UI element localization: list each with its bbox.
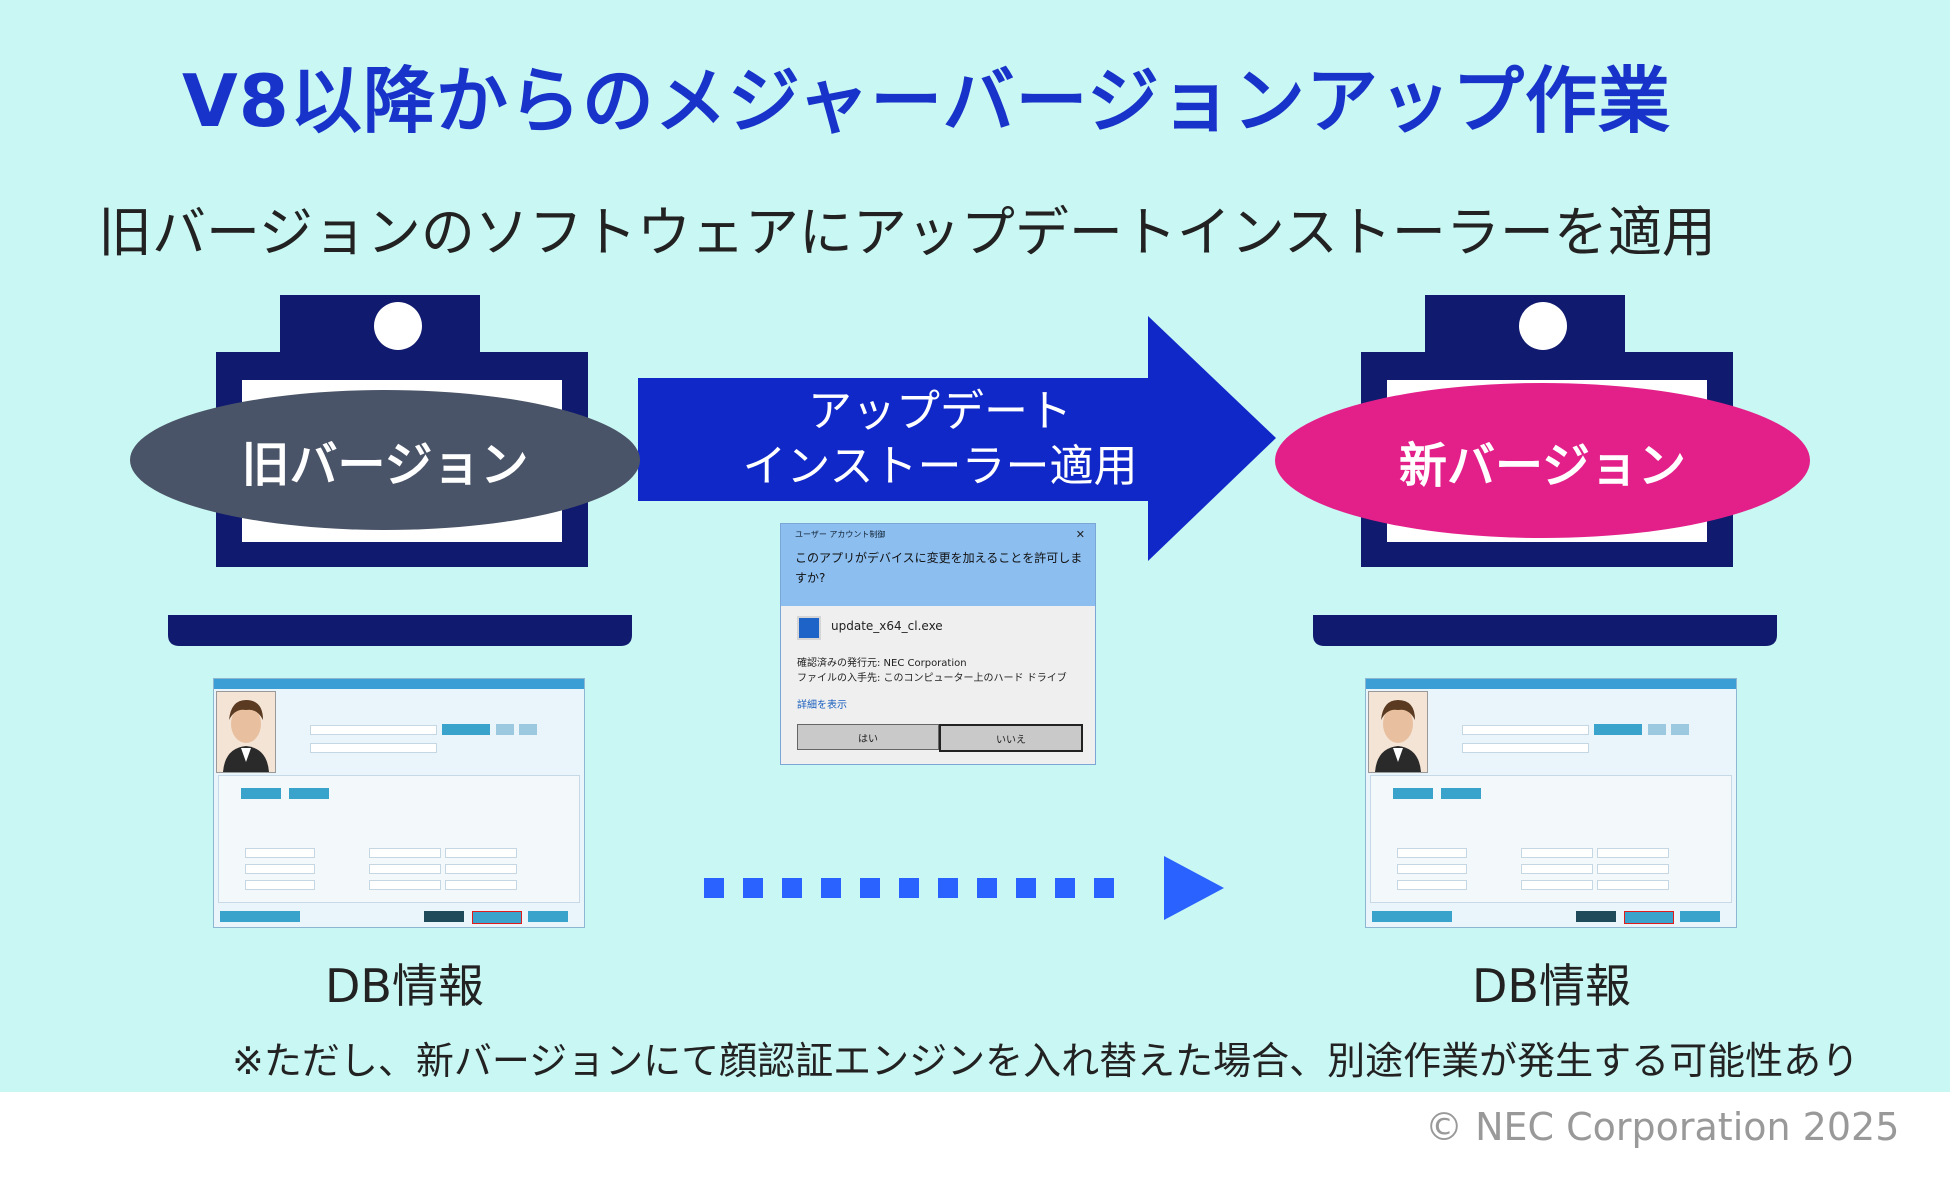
user-photo: [216, 691, 276, 773]
update-arrow-icon: [638, 316, 1276, 561]
new-version-badge: 新バージョン: [1275, 383, 1810, 538]
uac-origin: ファイルの入手先: このコンピューター上のハード ドライブ: [797, 673, 1067, 684]
dotted-arrow-icon: [704, 856, 1224, 920]
user-photo: [1368, 691, 1428, 773]
uac-details-link[interactable]: 詳細を表示: [797, 700, 847, 711]
db-window-thumbnail-new: [1365, 678, 1737, 928]
uac-publisher: 確認済みの発行元: NEC Corporation: [797, 658, 967, 669]
arrow-label-line1: アップデート: [808, 386, 1072, 437]
db-info-label-old: DB情報: [325, 959, 484, 1013]
old-version-label: 旧バージョン: [241, 437, 529, 493]
slide-title: V8以降からのメジャーバージョンアップ作業: [182, 59, 1672, 143]
uac-dialog: ユーザー アカウント制御 ✕ このアプリがデバイスに変更を加えることを許可します…: [780, 523, 1096, 765]
db-info-label-new: DB情報: [1472, 959, 1631, 1013]
uac-file-name: update_x64_cl.exe: [831, 619, 943, 633]
uac-question: このアプリがデバイスに変更を加えることを許可しますか?: [795, 551, 1083, 585]
window-titlebar: [214, 679, 584, 689]
uac-header: ユーザー アカウント制御 ✕ このアプリがデバイスに変更を加えることを許可します…: [781, 524, 1095, 606]
close-icon[interactable]: ✕: [1075, 528, 1085, 541]
db-window-thumbnail-old: [213, 678, 585, 928]
old-version-badge: 旧バージョン: [130, 390, 640, 530]
slide-subtitle: 旧バージョンのソフトウェアにアップデートインストーラーを適用: [98, 201, 1716, 264]
exe-file-icon: [797, 616, 821, 640]
form-body: [218, 775, 580, 903]
uac-caption: ユーザー アカウント制御: [795, 530, 886, 539]
form-body: [1370, 775, 1732, 903]
window-titlebar: [1366, 679, 1736, 689]
uac-yes-button[interactable]: はい: [797, 724, 939, 750]
uac-no-button[interactable]: いいえ: [939, 724, 1083, 752]
copyright: © NEC Corporation 2025: [1425, 1105, 1900, 1149]
arrow-label-line2: インストーラー適用: [742, 441, 1138, 492]
new-version-label: 新バージョン: [1398, 437, 1687, 494]
footnote: ※ただし、新バージョンにて顔認証エンジンを入れ替えた場合、別途作業が発生する可能…: [232, 1039, 1860, 1083]
